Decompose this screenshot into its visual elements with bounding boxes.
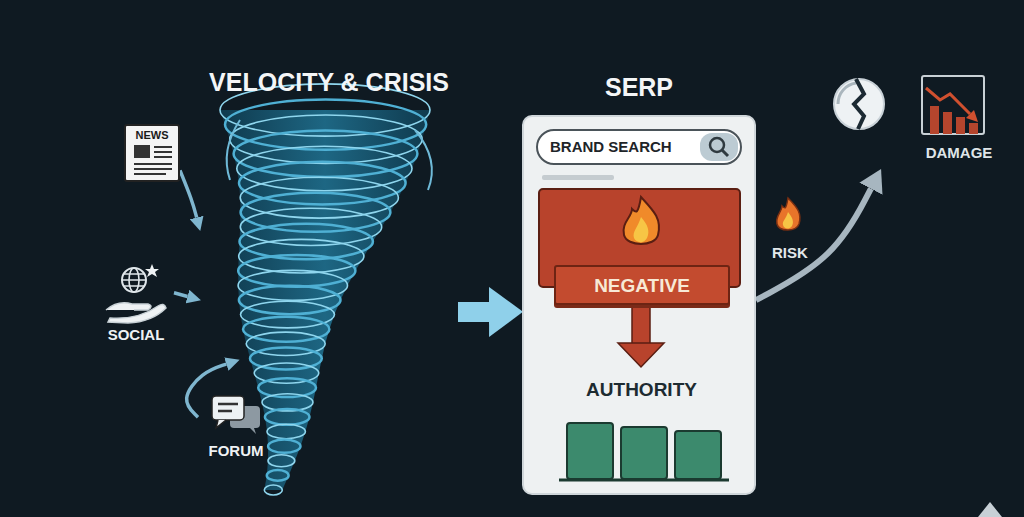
corner-mark — [978, 502, 1002, 517]
search-bar: BRAND SEARCH — [536, 129, 742, 165]
flow-arrow — [174, 293, 187, 297]
node-text: SERP — [605, 73, 673, 102]
flow-arrow — [756, 189, 871, 300]
node-text: SOCIAL — [108, 326, 165, 343]
node-text: FORUM — [209, 442, 264, 459]
damage-icon: DAMAGE — [826, 72, 1008, 170]
node-text: BRAND SEARCH — [550, 138, 672, 155]
flow-arrow — [458, 302, 489, 322]
negative-banner: NEGATIVE — [554, 265, 730, 305]
tornado-funnel: VELOCITY & CRISIS — [200, 60, 458, 360]
node-text: DAMAGE — [926, 144, 993, 161]
node-text: VELOCITY & CRISIS — [209, 68, 449, 97]
edge-label: RISK — [770, 244, 810, 261]
risk-flame — [777, 198, 800, 230]
node-text: NEWS — [136, 129, 169, 142]
node-text: NEGATIVE — [594, 275, 690, 297]
flow-arrow — [180, 170, 197, 217]
social-icon: SOCIAL — [98, 262, 174, 350]
tornado-funnel-art — [200, 60, 458, 360]
node-text: AUTHORITY — [586, 379, 697, 401]
serp-panel: SERPBRAND SEARCHNEGATIVEAUTHORITY — [522, 115, 756, 495]
authority-chart: AUTHORITY — [539, 379, 744, 487]
news-icon: NEWS — [124, 124, 180, 182]
